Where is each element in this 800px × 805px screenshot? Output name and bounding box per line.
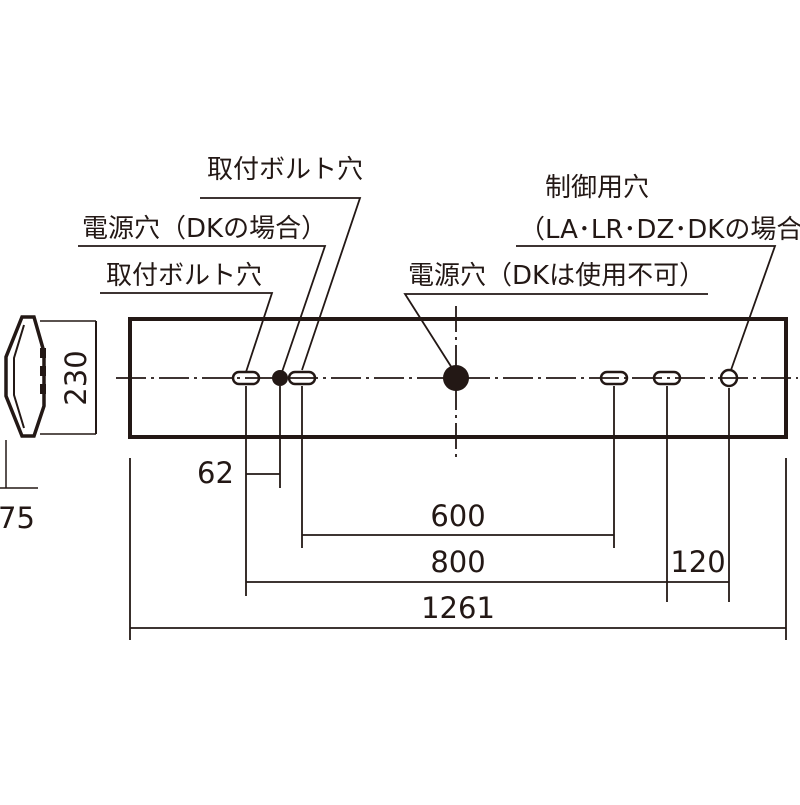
label-control-hole-note: （LA･LR･DZ･DKの場合） [519,215,800,245]
side-profile-outline [4,315,46,438]
control-hole [719,368,739,388]
power-hole-center [443,365,469,391]
depth-dimension: 75 [0,501,35,535]
dimension-extensions [129,386,787,640]
side-profile-view: 230 75 [0,315,97,535]
label-power-hole-center: 電源穴（DKは使用不可） [408,261,705,291]
side-profile-terminals [40,348,46,394]
leader-control-hole [516,245,777,371]
power-hole-dk [272,370,288,386]
dimension-600: 600 [430,499,485,533]
label-mount-bolt-hole-bottom: 取付ボルト穴 [106,261,262,291]
leader-mount-bolt-hole-top [200,197,362,371]
height-dimension: 230 [59,350,93,405]
mount-bolt-hole-right [287,370,317,386]
dimension-62: 62 [197,456,234,490]
label-control-hole: 制御用穴 [545,173,649,203]
dimension-800: 800 [430,545,485,579]
leader-power-hole-dk [78,245,327,373]
dimension-1261: 1261 [421,591,495,625]
label-power-hole-dk: 電源穴（DKの場合） [82,214,327,244]
callouts: 取付ボルト穴 電源穴（DKの場合） 取付ボルト穴 制御用穴 （LA･LR･DZ･… [78,155,800,373]
dimension-120: 120 [670,545,725,579]
side-profile-inner [13,324,25,429]
dimension-lines: 62 600 800 120 1261 [130,456,786,629]
leader-mount-bolt-hole-bottom [100,292,274,373]
slot-hole-1 [599,370,629,386]
label-mount-bolt-hole-top: 取付ボルト穴 [207,155,363,185]
slot-hole-2 [652,370,682,386]
leader-power-hole-center [403,293,708,369]
